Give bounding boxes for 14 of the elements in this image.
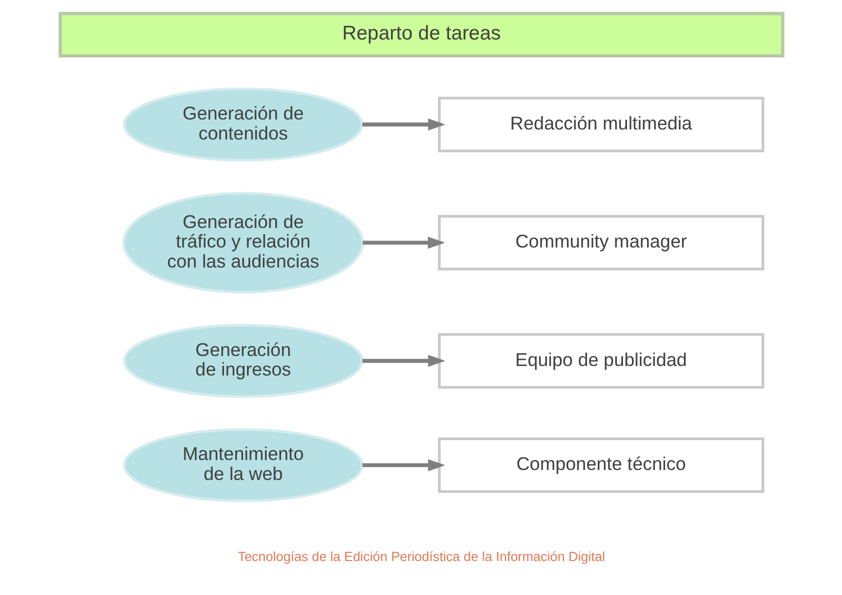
node-box: Community manager — [438, 214, 764, 270]
node-box: Reparto de tareas — [58, 12, 784, 58]
node-ellipse: Generación de tráfico y relación con las audiencias — [122, 192, 364, 294]
node-box: Componente técnico — [438, 437, 764, 493]
arrow — [362, 236, 445, 249]
node-ellipse: Mantenimiento de la web — [122, 428, 363, 502]
label: Tecnologías de la Edición Periodística de la Información Digital — [237, 548, 605, 564]
arrow — [362, 459, 445, 472]
arrow — [362, 118, 445, 131]
node-ellipse: Generación de ingresos — [122, 324, 363, 398]
node-box: Redacción multimedia — [438, 96, 764, 152]
arrow — [362, 354, 445, 367]
node-ellipse: Generación de contenidos — [122, 88, 363, 162]
node-box: Equipo de publicidad — [438, 333, 764, 389]
